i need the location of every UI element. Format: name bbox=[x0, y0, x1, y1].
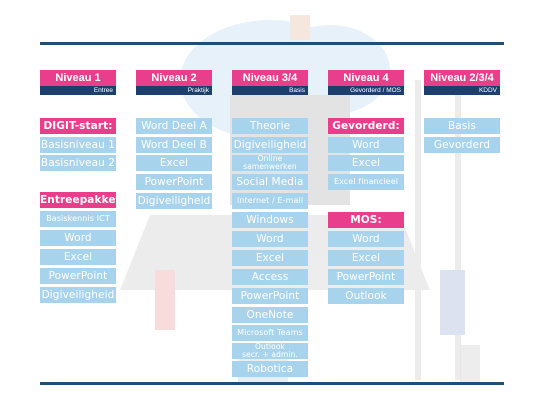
course-word-deel-b: Word Deel B bbox=[136, 137, 212, 153]
course-outlook-secr-admin: Outlook secr. + admin. bbox=[232, 343, 308, 359]
bottom-rule bbox=[40, 382, 504, 385]
course-label-line-2: secr. + admin. bbox=[242, 350, 298, 359]
top-rule bbox=[40, 42, 504, 45]
course-mos-powerpoint: PowerPoint bbox=[328, 269, 404, 285]
course-online-samenwerken: Online samenwerken bbox=[232, 155, 308, 171]
digit-start-heading: DIGIT-start: bbox=[40, 118, 116, 134]
course-social-media: Social Media bbox=[232, 174, 308, 190]
mos-heading: MOS: bbox=[328, 212, 404, 228]
level-subtitle: Praktijk bbox=[136, 86, 212, 95]
level-header-niveau-1: Niveau 1 Entree bbox=[40, 70, 116, 95]
level-title: Niveau 2 bbox=[136, 70, 212, 86]
course-basisniveau-1: Basisniveau 1 bbox=[40, 137, 116, 153]
course-mos-word: Word bbox=[328, 231, 404, 247]
course-mos-excel: Excel bbox=[328, 250, 404, 266]
course-internet-email: Internet / E-mail bbox=[232, 193, 308, 209]
course-label-line-2: samenwerken bbox=[243, 162, 297, 171]
course-excel: Excel bbox=[40, 249, 116, 265]
course-excel: Excel bbox=[136, 155, 212, 171]
course-label-line-1: Outlook bbox=[255, 343, 285, 351]
entreepakket-heading: Entreepakket: bbox=[40, 192, 116, 208]
course-windows: Windows bbox=[232, 212, 308, 228]
course-powerpoint: PowerPoint bbox=[40, 268, 116, 284]
course-excel-financieel: Excel financieel bbox=[328, 174, 404, 190]
course-basis: Basis bbox=[424, 118, 500, 134]
course-basisniveau-2: Basisniveau 2 bbox=[40, 155, 116, 171]
course-theorie: Theorie bbox=[232, 118, 308, 134]
course-digiveiligheid: Digiveiligheid bbox=[136, 193, 212, 209]
course-excel: Excel bbox=[328, 155, 404, 171]
level-subtitle: Gevorderd / MOS bbox=[328, 86, 404, 95]
course-word-deel-a: Word Deel A bbox=[136, 118, 212, 134]
course-basiskennis-ict: Basiskennis ICT bbox=[40, 211, 116, 227]
level-title: Niveau 1 bbox=[40, 70, 116, 86]
level-header-niveau-3-4: Niveau 3/4 Basis bbox=[232, 70, 308, 95]
level-header-niveau-4: Niveau 4 Gevorderd / MOS bbox=[328, 70, 404, 95]
course-powerpoint: PowerPoint bbox=[232, 288, 308, 304]
level-header-niveau-2-3-4: Niveau 2/3/4 KDDV bbox=[424, 70, 500, 95]
course-digiveiligheid: Digiveiligheid bbox=[40, 287, 116, 303]
course-onenote: OneNote bbox=[232, 307, 308, 323]
gevorderd-heading: Gevorderd: bbox=[328, 118, 404, 134]
level-subtitle: KDDV bbox=[424, 86, 500, 95]
course-mos-outlook: Outlook bbox=[328, 288, 404, 304]
level-header-niveau-2: Niveau 2 Praktijk bbox=[136, 70, 212, 95]
level-subtitle: Entree bbox=[40, 86, 116, 95]
course-word: Word bbox=[232, 231, 308, 247]
course-microsoft-teams: Microsoft Teams bbox=[232, 325, 308, 341]
course-digiveiligheid: Digiveiligheid bbox=[232, 137, 308, 153]
course-label-line-1: Online bbox=[257, 155, 283, 163]
course-access: Access bbox=[232, 269, 308, 285]
level-title: Niveau 2/3/4 bbox=[424, 70, 500, 86]
course-word: Word bbox=[328, 137, 404, 153]
course-gevorderd: Gevorderd bbox=[424, 137, 500, 153]
course-powerpoint: PowerPoint bbox=[136, 174, 212, 190]
level-title: Niveau 4 bbox=[328, 70, 404, 86]
level-title: Niveau 3/4 bbox=[232, 70, 308, 86]
level-subtitle: Basis bbox=[232, 86, 308, 95]
course-word: Word bbox=[40, 230, 116, 246]
course-robotica: Robotica bbox=[232, 361, 308, 377]
course-excel: Excel bbox=[232, 250, 308, 266]
